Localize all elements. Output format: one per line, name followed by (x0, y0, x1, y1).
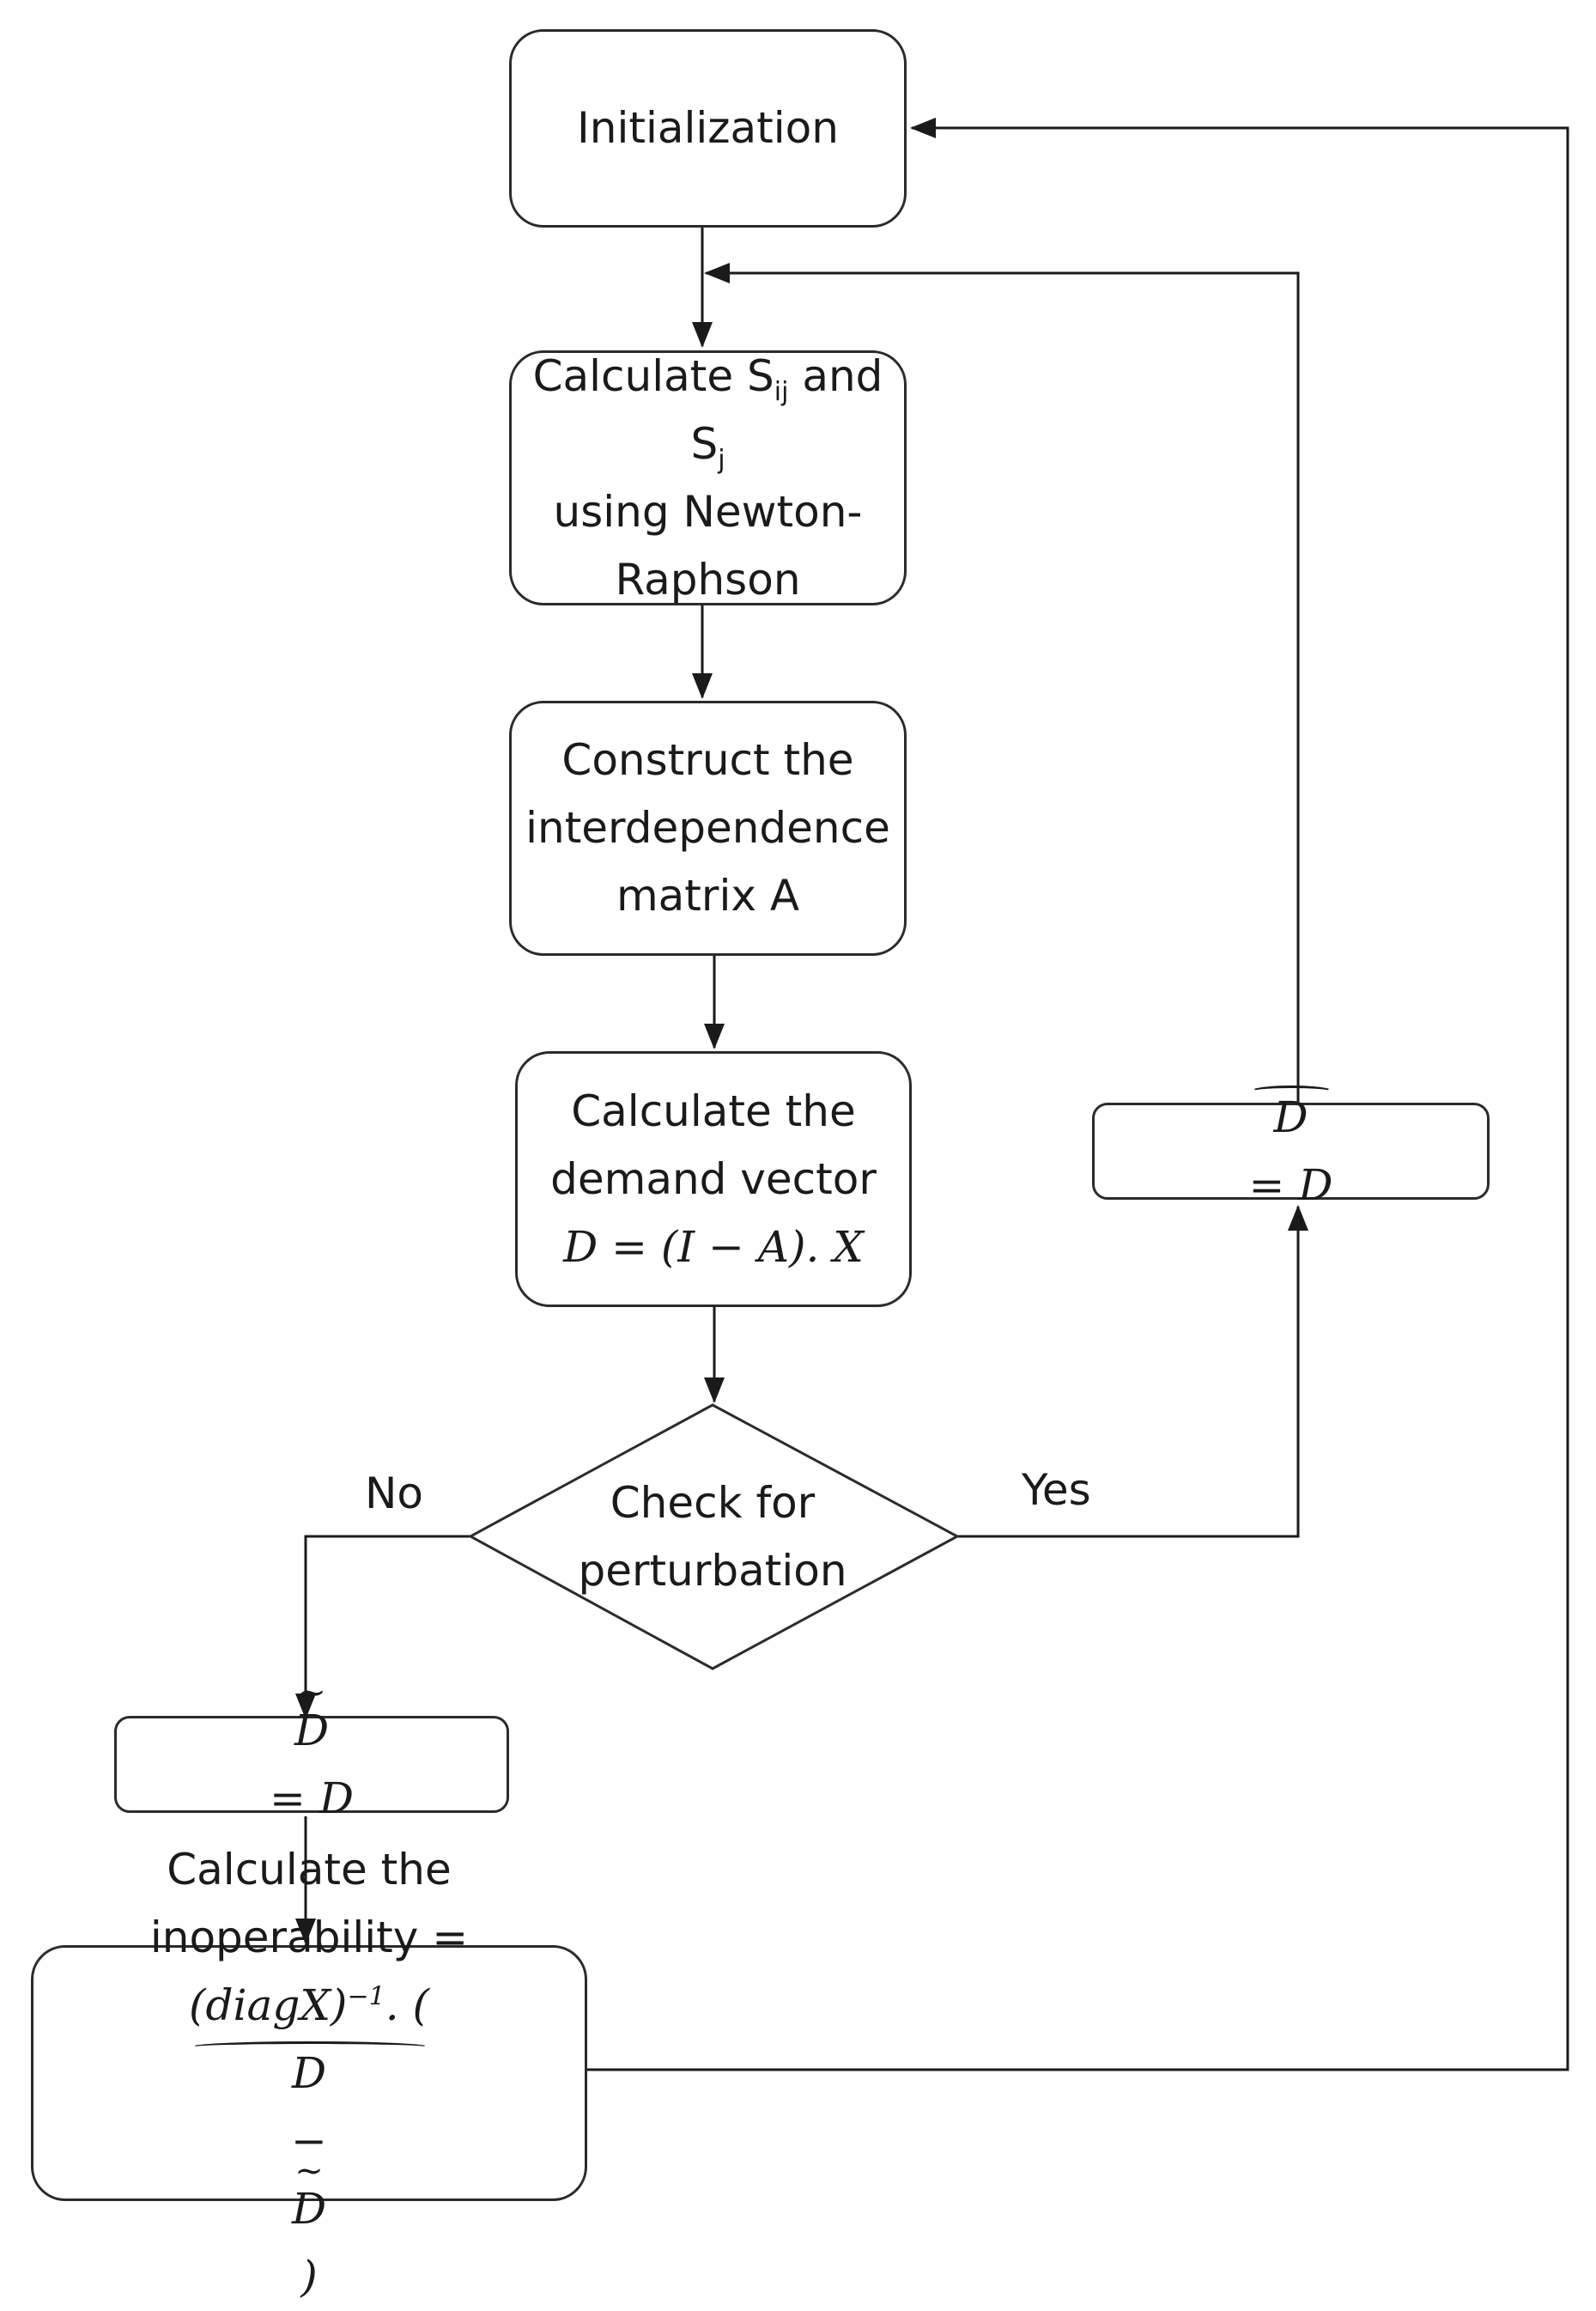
edge-check-yes-to-dhat (957, 1205, 1308, 1538)
construct-node: Construct the interdependence matrix A (509, 701, 907, 956)
edge-check-no-to-dtilde (295, 1535, 470, 1719)
calc-s-line3: Raphson (615, 554, 801, 605)
inop-line1: Calculate the (167, 1844, 452, 1894)
construct-line3: matrix A (616, 871, 800, 921)
d-tilde-node: D = D (114, 1659, 509, 1823)
d-tilde-eq: D = D (270, 1659, 354, 1833)
d-hat-node: D = D (1092, 1085, 1490, 1210)
inop-node: Calculate the inoperability = (diagX)−1.… (31, 1845, 587, 2302)
d-hat-eq: D = D (1249, 1084, 1332, 1219)
no-label: No (365, 1469, 423, 1518)
inop-line2: inoperability = (149, 1912, 469, 1962)
check-node: Check for perturbation (515, 1451, 910, 1623)
inop-formula: (diagX)−1. (D − D) (189, 1972, 429, 2311)
demand-formula: D = (I − A). X (563, 1221, 864, 1272)
construct-line2: interdependence (525, 803, 890, 853)
demand-line2: demand vector (550, 1153, 877, 1204)
init-node: Initialization (509, 29, 907, 228)
flow-connectors (295, 118, 1569, 2071)
decision-diamond (467, 1403, 961, 1670)
edge-inop-to-init (587, 118, 1569, 2071)
edge-dhat-to-calc (704, 263, 1300, 1108)
calc-s-line2: using Newton- (553, 486, 863, 537)
demand-node: Calculate the demand vector D = (I − A).… (515, 1051, 912, 1307)
check-line1: Check for (610, 1478, 816, 1528)
init-label: Initialization (577, 103, 839, 153)
check-line2: perturbation (578, 1546, 847, 1596)
yes-label: Yes (1022, 1465, 1091, 1515)
demand-line1: Calculate the (571, 1086, 856, 1136)
construct-line1: Construct the (561, 735, 854, 785)
calc-s-node: Calculate Sij and Sj using Newton- Raphs… (509, 350, 907, 605)
calc-s-line1: Calculate Sij and Sj (532, 350, 883, 475)
